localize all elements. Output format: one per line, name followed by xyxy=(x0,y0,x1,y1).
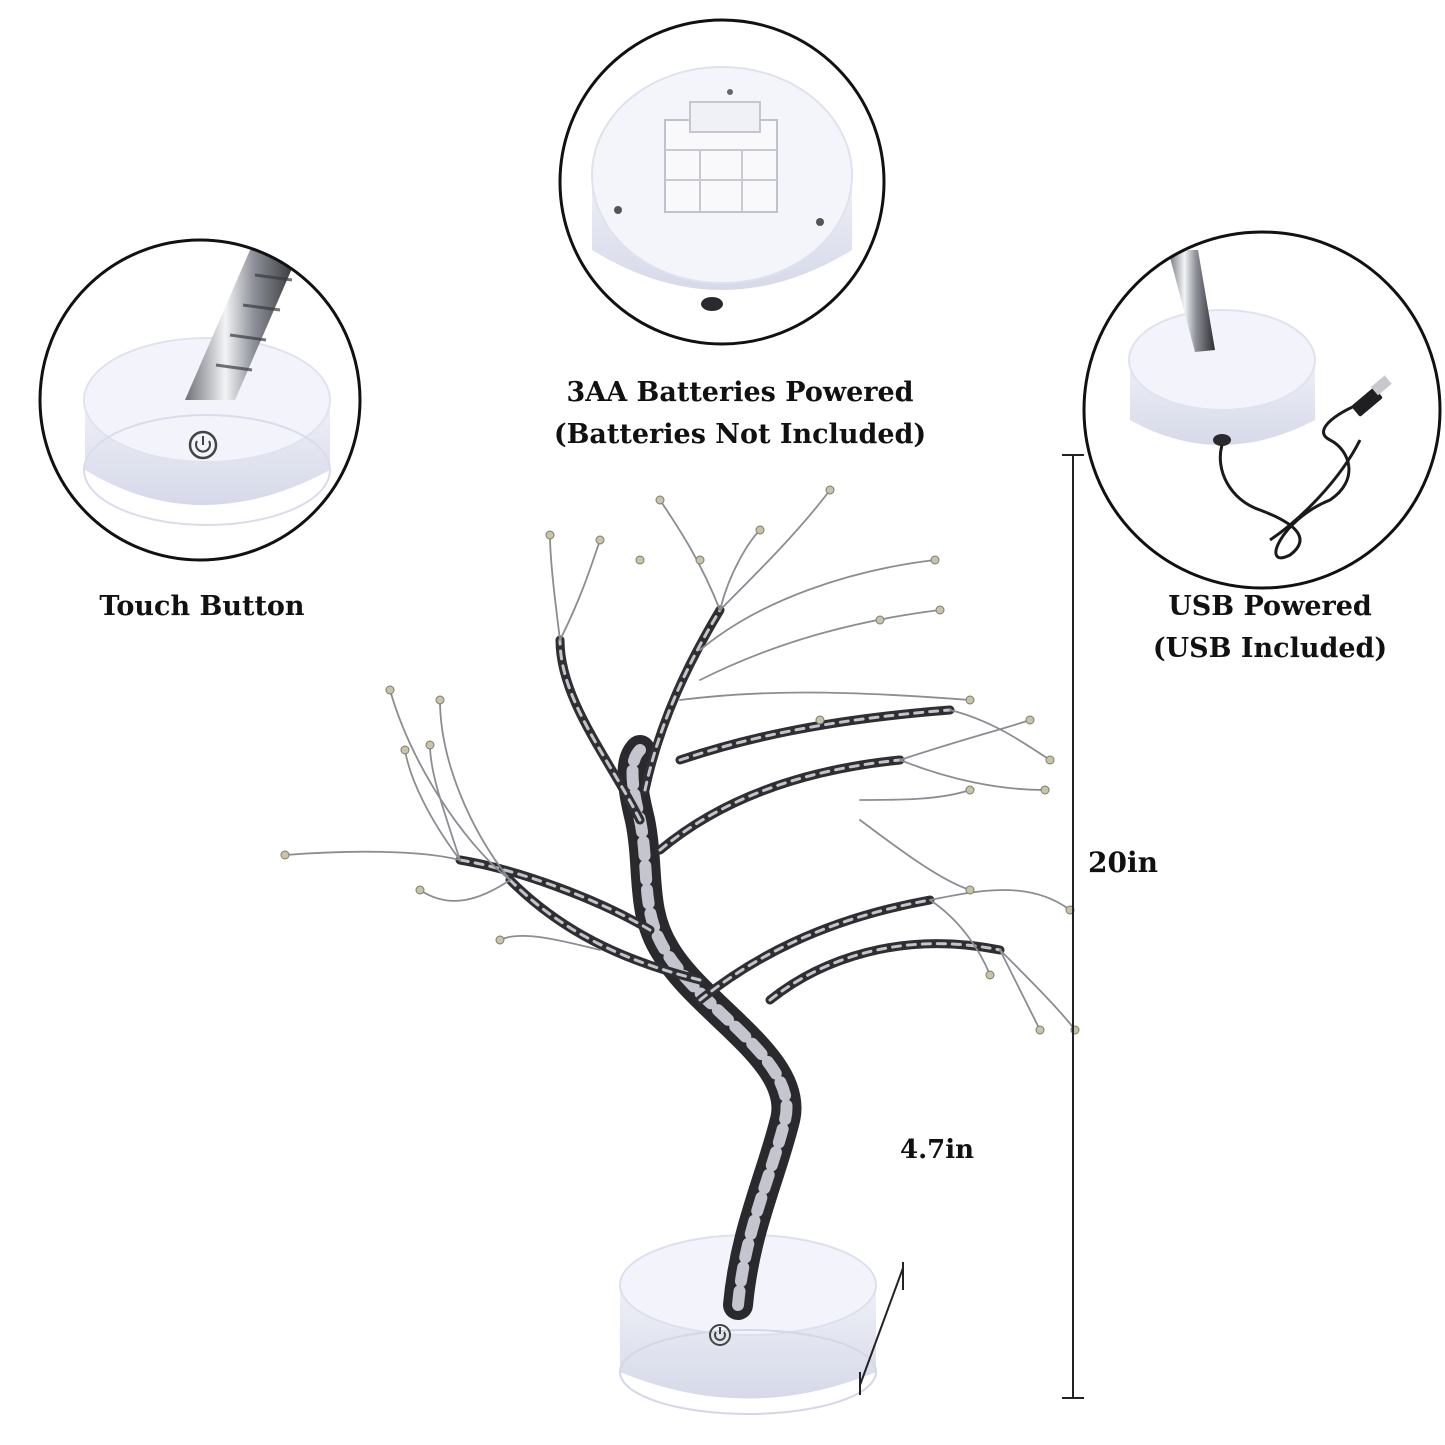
usb-label-line1: USB Powered xyxy=(1168,591,1372,622)
usb-label-line2: (USB Included) xyxy=(1152,632,1388,664)
height-dimension-label: 20in xyxy=(1088,846,1158,879)
width-dimension-label: 4.7in xyxy=(900,1135,975,1165)
height-dimension-line xyxy=(1062,454,1084,1399)
usb-plug-icon xyxy=(1351,375,1392,417)
width-dimension-line xyxy=(859,1262,904,1395)
usb-label: USB Powered (USB Included) xyxy=(1120,586,1420,670)
battery-label: 3AA Batteries Powered (Batteries Not Inc… xyxy=(530,372,950,456)
power-icon xyxy=(709,1324,731,1346)
usb-callout xyxy=(1082,230,1442,590)
battery-label-line2: (Batteries Not Included) xyxy=(553,418,927,450)
battery-callout xyxy=(558,18,886,346)
tree-lamp xyxy=(280,485,1080,1415)
touch-button-callout xyxy=(38,238,362,562)
touch-button-label: Touch Button xyxy=(62,586,342,628)
touch-button-title: Touch Button xyxy=(99,591,305,622)
battery-compartment-icon xyxy=(664,101,778,213)
battery-label-line1: 3AA Batteries Powered xyxy=(566,377,914,408)
power-icon xyxy=(188,430,218,460)
